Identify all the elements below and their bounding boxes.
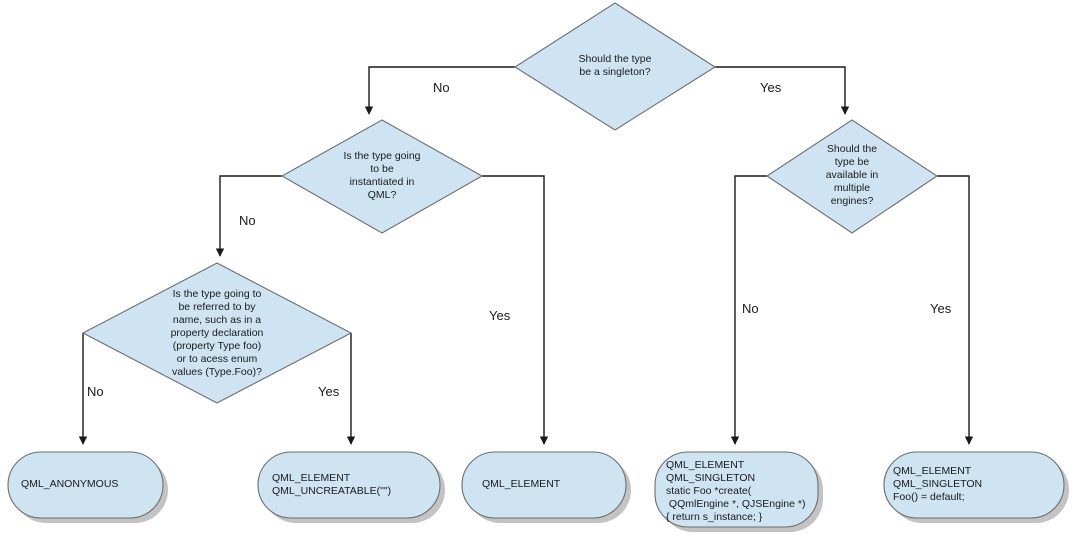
terminal-qml-singleton-default[interactable] bbox=[883, 451, 1065, 519]
edge-label-instantiated-no: No bbox=[239, 213, 256, 228]
terminal-qml-element[interactable] bbox=[461, 451, 627, 519]
edges-layer bbox=[78, 66, 974, 445]
decision-singleton[interactable] bbox=[513, 2, 717, 131]
edge-label-engines-yes: Yes bbox=[930, 301, 952, 316]
decision-multiple-engines[interactable] bbox=[766, 119, 938, 234]
edge-label-engines-no: No bbox=[742, 301, 759, 316]
decision-instantiated[interactable] bbox=[280, 119, 484, 234]
terminal-qml-anonymous[interactable] bbox=[7, 451, 164, 519]
edge-singleton-yes bbox=[715, 66, 850, 115]
edge-engines-no bbox=[730, 175, 767, 445]
edge-singleton-no bbox=[364, 66, 515, 115]
edge-label-referred-yes: Yes bbox=[318, 384, 340, 399]
edge-label-singleton-yes: Yes bbox=[760, 80, 782, 95]
terminal-qml-singleton-create[interactable] bbox=[654, 451, 819, 528]
edge-instantiated-no bbox=[215, 175, 282, 257]
edge-label-instantiated-yes: Yes bbox=[489, 308, 511, 323]
edge-label-referred-no: No bbox=[87, 384, 104, 399]
edge-instantiated-yes bbox=[482, 175, 549, 445]
shapes-layer bbox=[7, 2, 1065, 528]
terminal-qml-uncreatable[interactable] bbox=[257, 451, 441, 519]
edge-label-singleton-no: No bbox=[433, 80, 450, 95]
decision-referred-by-name[interactable] bbox=[81, 262, 353, 404]
edge-engines-yes bbox=[937, 175, 974, 445]
